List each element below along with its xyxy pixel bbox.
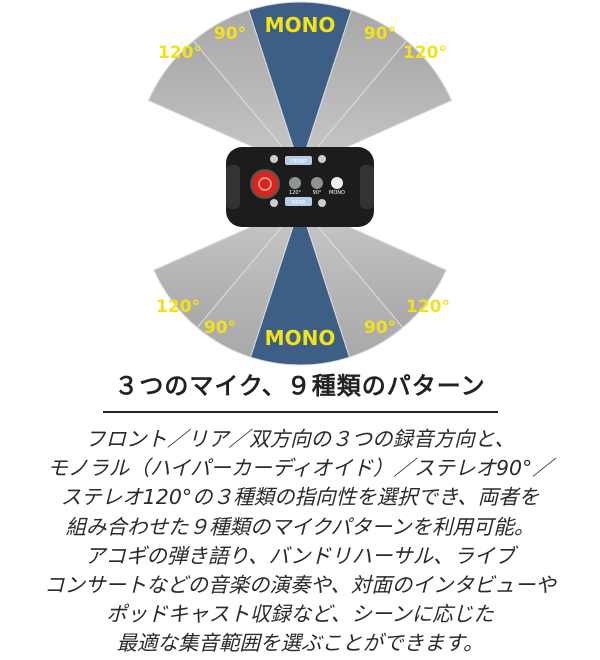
front-pickup-pattern bbox=[147, 1, 453, 170]
heading-divider bbox=[103, 411, 498, 413]
rear-label-90-right: 90° bbox=[364, 318, 396, 338]
description-line: 組み合わせた９種類のマイクパターンを利用可能。 bbox=[65, 514, 535, 539]
rear-wedge-120-right bbox=[299, 204, 447, 329]
description-line: 最適な集音範囲を選ぶことができます。 bbox=[116, 631, 484, 656]
description-line: フロント／リア／双方向の３つの録音方向と、 bbox=[85, 427, 515, 451]
rear-button[interactable] bbox=[285, 197, 312, 206]
description-line: コンサートなどの音楽の演奏や、対面のインタビューや bbox=[44, 573, 556, 598]
recorder-device: FRONT REAR 120° 90° MONO bbox=[226, 147, 374, 227]
rear-label-90-left: 90° bbox=[204, 318, 236, 338]
front-button-label: FRONT bbox=[290, 159, 308, 165]
rear-label-120-left: 120° bbox=[156, 297, 200, 317]
mono-button[interactable] bbox=[331, 177, 343, 189]
label-120: 120° bbox=[289, 190, 302, 196]
label-90: 90° bbox=[313, 190, 322, 196]
description: フロント／リア／双方向の３つの録音方向と、 モノラル（ハイパーカーディオイド）／… bbox=[0, 425, 600, 659]
description-line: ポッドキャスト収録など、シーンに応じた bbox=[106, 602, 494, 627]
rear-pickup-pattern bbox=[153, 203, 447, 366]
polar-pattern-diagram: 120° 90° MONO 90° 120° 120° 90° MONO 90°… bbox=[147, 1, 453, 366]
front-wedge-mono bbox=[248, 1, 352, 170]
front-label-90-left: 90° bbox=[214, 24, 246, 44]
description-line: モノラル（ハイパーカーディオイド）／ステレオ90°／ bbox=[47, 456, 553, 481]
rear-label-120-right: 120° bbox=[406, 297, 450, 317]
front-label-120-left: 120° bbox=[158, 43, 202, 63]
front-label-120-right: 120° bbox=[403, 43, 447, 63]
front-wedge-120-right bbox=[299, 40, 453, 169]
rear-button-label: REAR bbox=[292, 200, 306, 206]
stereo-90-button[interactable] bbox=[311, 177, 323, 189]
front-label-90-right: 90° bbox=[364, 24, 396, 44]
stereo-120-button[interactable] bbox=[289, 177, 301, 189]
page-heading: ３つのマイク、９種類のパターン bbox=[114, 372, 486, 400]
front-label-mono: MONO bbox=[265, 13, 336, 37]
rear-label-mono: MONO bbox=[265, 326, 336, 350]
rear-wedge-mono bbox=[249, 203, 351, 366]
label-mono: MONO bbox=[329, 190, 345, 196]
record-button[interactable] bbox=[250, 169, 280, 199]
description-line: ステレオ120°の３種類の指向性を選択でき、両者を bbox=[60, 485, 540, 510]
description-line: アコギの弾き語り、バンドリハーサル、ライブ bbox=[84, 543, 516, 568]
front-button[interactable] bbox=[285, 156, 312, 165]
